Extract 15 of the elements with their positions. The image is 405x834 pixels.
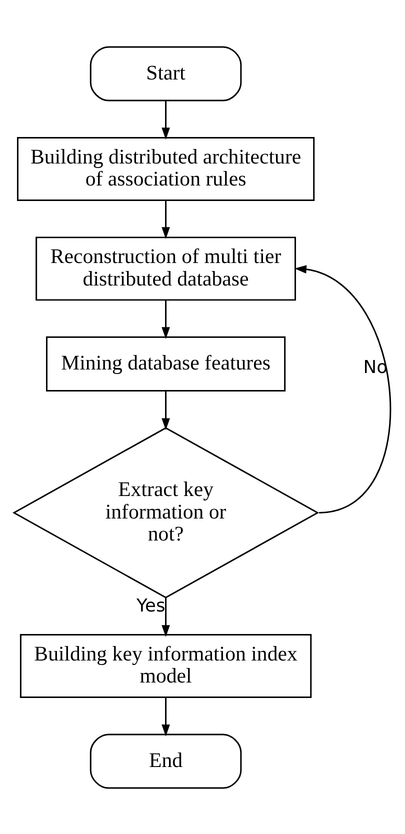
arrow — [162, 390, 170, 430]
node-box: Building key information index model — [20, 634, 312, 698]
arrow — [162, 300, 170, 339]
arrow — [162, 100, 170, 140]
arrow — [162, 597, 170, 636]
node-box: Building distributed architecture of association rules — [16, 136, 315, 200]
node-box: Mining database features — [46, 336, 286, 391]
node-diamond: Extract key information or not? — [12, 426, 320, 598]
arrow — [162, 200, 170, 239]
edge-label: No — [363, 356, 388, 378]
node-box: Reconstruction of multi tier distributed database — [36, 236, 296, 300]
node-box: Start — [90, 46, 242, 101]
node-box: End — [90, 733, 242, 788]
arrow — [294, 264, 391, 513]
arrow — [162, 697, 170, 736]
